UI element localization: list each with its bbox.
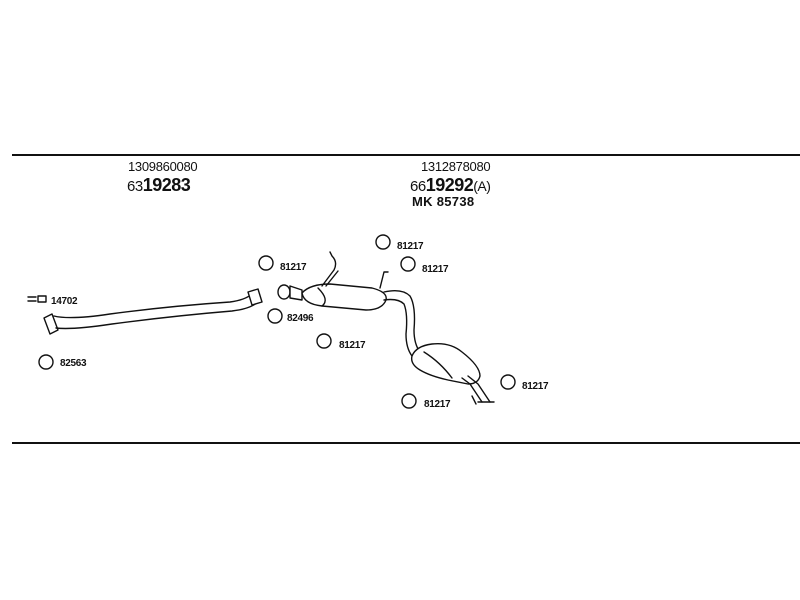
mid-pipe (379, 271, 421, 357)
right-oem-number: 1312878080 (421, 159, 491, 174)
gasket-82496 (267, 308, 283, 324)
label-hanger-b: 81217 (339, 340, 366, 351)
label-hanger-d: 81217 (422, 264, 449, 275)
left-oem-number: 1309860080 (128, 159, 198, 174)
ring-hanger-d (400, 256, 416, 272)
label-gasket: 82496 (287, 313, 314, 324)
label-ring-front: 82563 (60, 358, 87, 369)
hanger-rings (38, 234, 516, 409)
bottom-divider (12, 442, 800, 444)
top-divider (12, 154, 800, 156)
ring-hanger-e (500, 374, 516, 390)
label-hanger-a: 81217 (280, 262, 307, 273)
ring-hanger-b (316, 333, 332, 349)
centre-silencer (301, 251, 387, 311)
ring-hanger-f (401, 393, 417, 409)
right-part-number: 6619292(A) (410, 175, 491, 196)
right-part-prefix: 66 (410, 178, 426, 195)
right-part-main: 19292 (425, 175, 474, 195)
left-part-prefix: 63 (127, 178, 143, 195)
right-part-suffix: (A) (473, 178, 491, 194)
label-hanger-e: 81217 (522, 381, 549, 392)
left-part-main: 19283 (142, 175, 191, 195)
ring-hanger-a (258, 255, 274, 271)
rear-silencer (410, 342, 495, 405)
front-pipe (43, 288, 263, 335)
label-pipe-ref: 14702 (51, 296, 78, 307)
ring-82563 (38, 354, 54, 370)
pipe-ref-symbol (27, 295, 47, 303)
connector-flange (277, 284, 303, 301)
ring-hanger-c (375, 234, 391, 250)
left-part-number: 6319283 (127, 175, 191, 196)
right-kit-number: MK 85738 (412, 194, 475, 209)
label-hanger-f: 81217 (424, 399, 451, 410)
label-hanger-c: 81217 (397, 241, 424, 252)
